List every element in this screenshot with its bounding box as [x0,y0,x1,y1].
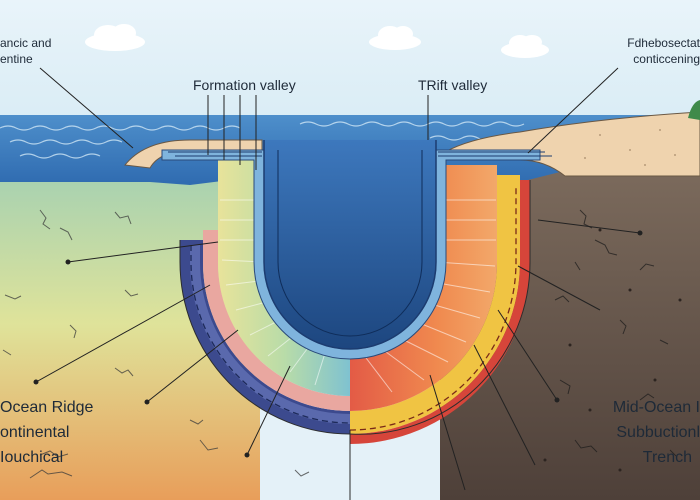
cloud-middle [369,26,421,50]
left-mantle-bands [180,160,350,434]
leader-dots [33,230,643,458]
label-top-left-line2: entine [0,52,33,66]
label-bottom-right-line2: Subbuctionl [616,424,700,441]
valley-inner-line [277,150,423,337]
valley-layer-lines [168,151,552,157]
left-shelf [124,139,263,169]
valley-interior [264,140,436,349]
label-top-left-line1: ancic and [0,36,51,50]
label-top-right-line2: conticcening [633,52,700,66]
cloud-right [501,35,549,58]
cloud-left [85,24,145,51]
tree-icon [688,100,700,120]
right-speckles [543,228,682,472]
label-bottom-right-line3: Trench [643,449,692,466]
valley-rim [263,140,437,350]
leader-lines [35,67,641,491]
beach-speckles [584,129,676,166]
label-bottom-left-line3: Iouchical [0,449,63,466]
label-formation-valley: Formation valley [193,77,296,93]
label-top-right-line1: Fdhebosectat [627,36,700,50]
sky [0,0,700,125]
label-bottom-left-line1: Ocean Ridge [0,399,93,416]
right-cracks [554,209,677,457]
label-bottom-right-line1: Mid-Ocean I [613,399,700,416]
left-cracks [2,209,310,479]
label-rift-valley: TRift valley [418,77,487,93]
label-bottom-left-line2: ontinental [0,424,69,441]
